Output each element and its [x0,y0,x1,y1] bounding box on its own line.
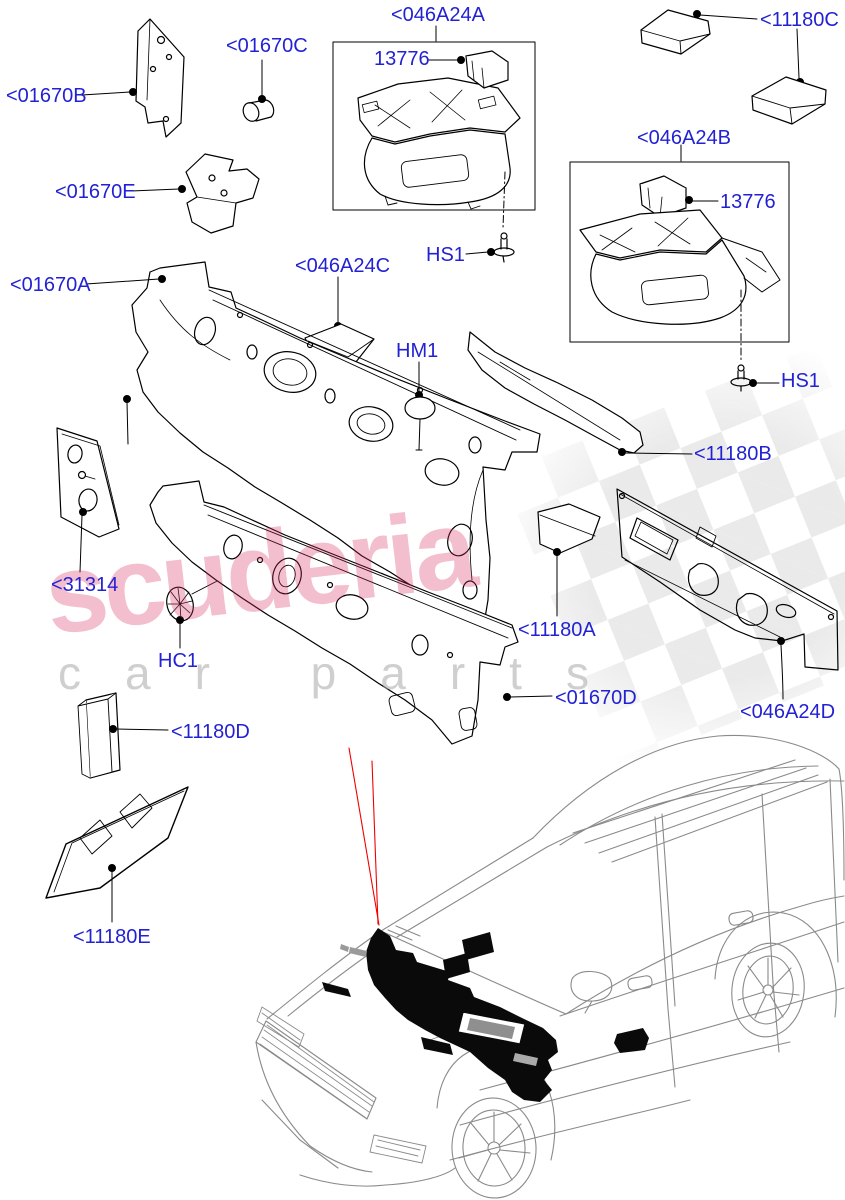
callout-046A24A[interactable]: <046A24A [391,4,485,26]
vehicle-illustration [255,734,845,1199]
callout-11180A[interactable]: <11180A [518,619,596,641]
callout-11180D[interactable]: <11180D [171,721,250,743]
part-11180D-drawing [77,692,169,779]
callout-13776-b[interactable]: 13776 [720,191,776,213]
callout-HS1-a[interactable]: HS1 [426,244,465,266]
part-11180A-drawing [537,503,601,617]
part-046A24B-box [569,144,790,392]
callout-046A24B[interactable]: <046A24B [637,127,731,149]
callout-13776-a[interactable]: 13776 [374,48,430,70]
callout-HS1-b[interactable]: HS1 [781,370,820,392]
part-HM1-drawing [404,361,436,451]
callout-046A24C[interactable]: <046A24C [295,255,391,277]
callout-HC1[interactable]: HC1 [158,650,199,672]
callout-HM1[interactable]: HM1 [396,340,439,362]
callout-11180E[interactable]: <11180E [73,926,151,948]
part-01670B-drawing [81,18,185,138]
callout-01670C[interactable]: <01670C [226,35,308,57]
red-location-lines [348,747,380,926]
insulation-highlights [322,928,649,1102]
part-01670D-drawing [149,480,553,745]
part-046A24D-drawing [616,488,839,700]
callout-01670D[interactable]: <01670D [555,687,637,709]
part-01670C-drawing [242,59,275,122]
part-11180C-drawing [640,9,827,125]
part-11180B-drawing [467,331,693,457]
callout-046A24D[interactable]: <046A24D [740,701,836,723]
callout-01670B[interactable]: <01670B [6,85,87,107]
part-31314-drawing [56,427,120,573]
part-01670E-drawing [130,153,260,234]
part-11180E-drawing [45,786,189,923]
callout-01670E[interactable]: <01670E [55,181,136,203]
callout-11180C[interactable]: <11180C [760,9,839,31]
callout-31314[interactable]: <31314 [51,574,119,596]
callout-01670A[interactable]: <01670A [10,274,91,296]
callout-11180B[interactable]: <11180B [694,443,772,465]
part-046A24A-box [332,25,536,263]
